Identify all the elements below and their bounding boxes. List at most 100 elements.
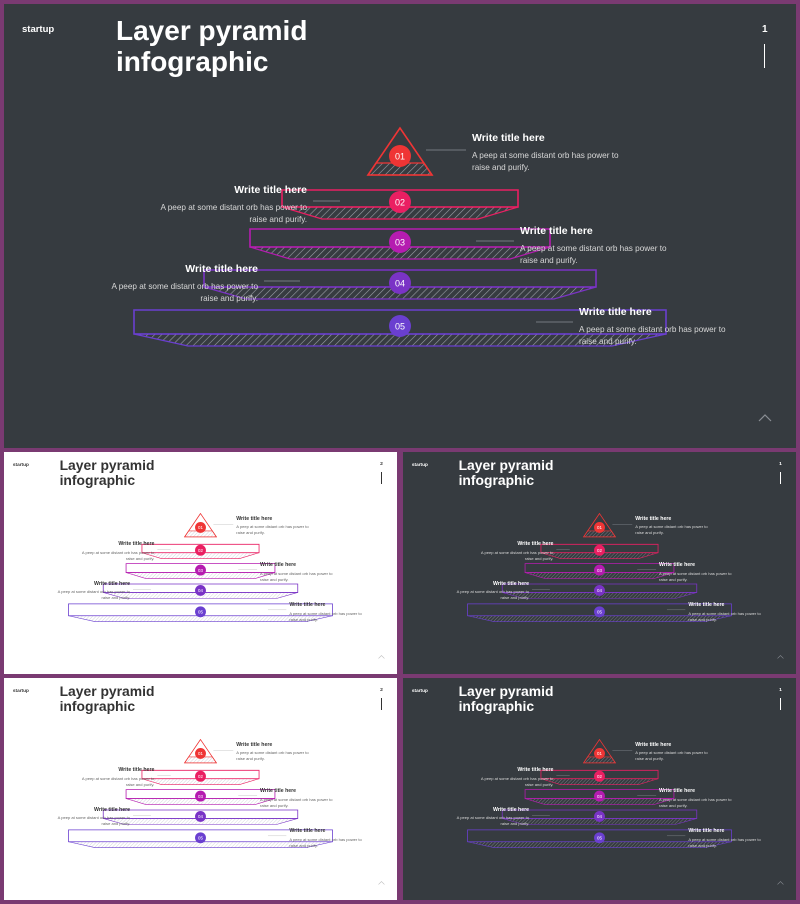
layer-description-line-1: A peep at some distant orb has power to	[160, 203, 307, 212]
layer-description-line-1: A peep at some distant orb has power to	[688, 836, 761, 842]
layer-description-line-1: A peep at some distant orb has power to	[456, 589, 530, 595]
pyramid-layer-04[interactable]: 04	[501, 809, 698, 825]
layer-number: 02	[395, 198, 405, 208]
layer-base	[467, 841, 732, 848]
pyramid-layer-04[interactable]: 04	[501, 583, 698, 599]
pyramid-layer-01[interactable]: 01	[582, 738, 617, 764]
pyramid-layer-05[interactable]: 05	[68, 829, 333, 848]
chevron-up-icon[interactable]	[758, 414, 772, 422]
layer-number-badge	[594, 790, 605, 802]
pyramid-layer-02[interactable]: 02	[281, 189, 519, 220]
pyramid-layer-01[interactable]: 01	[183, 738, 218, 764]
chevron-up-icon[interactable]	[378, 881, 385, 886]
pyramid-layer-04[interactable]: 04	[102, 809, 299, 825]
layer-description-line-1: A peep at some distant orb has power to	[57, 589, 131, 595]
layer-number-badge	[389, 145, 411, 167]
layer-number-badge	[195, 810, 206, 822]
title-line-2: infographic	[116, 45, 269, 77]
page-number: 2	[380, 687, 383, 693]
layer-base	[141, 778, 260, 785]
pyramid-layer-05[interactable]: 05	[467, 829, 732, 848]
layer-description-line-1: A peep at some distant orb has power to	[480, 550, 554, 556]
pyramid-layer-03[interactable]: 03	[524, 563, 675, 579]
layer-number-badge	[195, 584, 206, 596]
layer-description-line-2: raise and purify.	[236, 530, 265, 536]
layer-number: 03	[395, 238, 405, 248]
layer-description-line-2: raise and purify.	[260, 802, 289, 808]
layer-number: 03	[198, 794, 203, 799]
layer-title: Write title here	[688, 601, 725, 608]
layer-number-badge	[389, 191, 411, 213]
page-number-divider	[764, 44, 765, 68]
brand-label: startup	[12, 687, 29, 693]
pyramid-layer-02[interactable]: 02	[540, 769, 659, 785]
pyramid-layer-03[interactable]: 03	[524, 789, 675, 805]
layer-number-badge	[594, 832, 605, 844]
layer-number-badge	[195, 606, 206, 618]
page-number: 1	[779, 687, 782, 693]
pyramid-layer-01[interactable]: 01	[366, 126, 434, 176]
layer-base	[141, 552, 260, 559]
layer-description-line-1: A peep at some distant orb has power to	[236, 524, 309, 530]
pyramid-chart: 01 02 03 04 05	[68, 512, 333, 622]
layer-description-line-2: raise and purify.	[249, 215, 307, 224]
layer-description-line-1: A peep at some distant orb has power to	[260, 570, 333, 576]
title-line-2: infographic	[59, 472, 136, 489]
pyramid-layer-05[interactable]: 05	[133, 309, 667, 347]
pyramid-layer-02[interactable]: 02	[141, 769, 260, 785]
layer-description-line-1: A peep at some distant orb has power to	[81, 776, 155, 782]
chevron-up-icon[interactable]	[777, 655, 784, 660]
pyramid-layer-04[interactable]: 04	[102, 583, 299, 599]
pyramid-layer-01[interactable]: 01	[183, 512, 218, 538]
pyramid-layer-05[interactable]: 05	[68, 603, 333, 622]
chevron-up-icon[interactable]	[378, 655, 385, 660]
layer-base	[68, 841, 333, 848]
pyramid-chart: 01 02 03 04 05	[68, 738, 333, 848]
pyramid-layer-03[interactable]: 03	[125, 563, 276, 579]
layer-number-badge	[389, 315, 411, 337]
layer-description-line-1: A peep at some distant orb has power to	[260, 796, 333, 802]
layer-title: Write title here	[635, 741, 672, 748]
layer-number: 02	[198, 774, 203, 779]
pyramid-layer-05[interactable]: 05	[467, 603, 732, 622]
layer-title: Write title here	[94, 580, 131, 587]
pyramid-layer-02[interactable]: 02	[540, 543, 659, 559]
layer-description-line-2: raise and purify.	[125, 556, 155, 562]
layer-number-badge	[594, 770, 605, 782]
layer-number-badge	[594, 747, 605, 759]
layer-number: 01	[597, 525, 602, 530]
layer-description-line-2: raise and purify.	[289, 616, 318, 622]
pyramid-layer-03[interactable]: 03	[125, 789, 276, 805]
layer-number-badge	[195, 564, 206, 576]
layer-title: Write title here	[289, 827, 326, 834]
title-line-2: infographic	[458, 472, 535, 489]
page-number-divider	[381, 471, 383, 484]
pyramid-layer-03[interactable]: 03	[249, 228, 551, 260]
chevron-up-icon[interactable]	[777, 881, 784, 886]
layer-title: Write title here	[659, 561, 696, 568]
layer-title: Write title here	[289, 601, 326, 608]
layer-number-badge	[195, 832, 206, 844]
pyramid-layer-01[interactable]: 01	[582, 512, 617, 538]
layer-description-line-2: raise and purify.	[659, 576, 688, 582]
pyramid-layer-02[interactable]: 02	[141, 543, 260, 559]
layer-description-line-2: raise and purify.	[524, 782, 554, 788]
pyramid-layer-04[interactable]: 04	[203, 269, 597, 300]
layer-number: 03	[198, 568, 203, 573]
